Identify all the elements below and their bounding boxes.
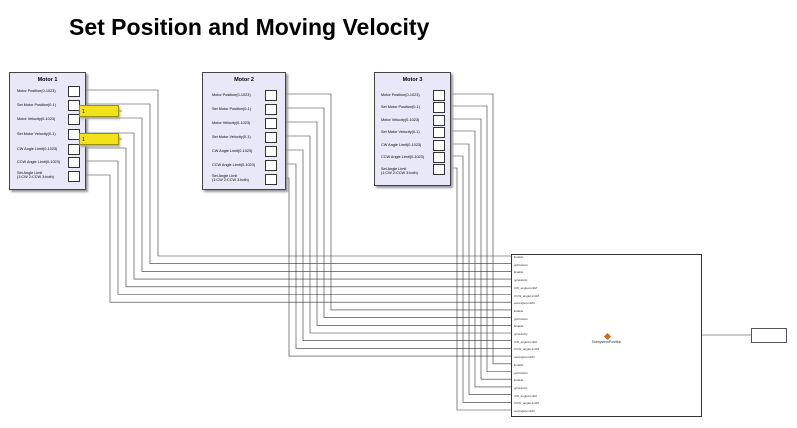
signal-wire: [444, 167, 512, 411]
subsystem-input-port: CW_angleLimitM: [514, 285, 537, 290]
signal-wire: [444, 143, 512, 395]
signal-wire: [276, 163, 512, 349]
motor-2-port-box[interactable]: [265, 132, 277, 143]
subsystem-name: SubsystemPosition: [591, 340, 622, 344]
subsystem-input-port: goVelocity: [514, 278, 528, 283]
motor-1-port-box[interactable]: [68, 114, 80, 125]
subsystem-input-port: goVelocity: [514, 332, 528, 336]
subsystem-input-port: setAngleLimitM: [514, 301, 535, 306]
motor-3-block[interactable]: Motor 3 Motor Position(0-1023) Set Motor…: [374, 72, 451, 186]
motor-2-port-box[interactable]: [265, 174, 277, 185]
subsystem-input-port: Enable: [514, 255, 524, 259]
motor-3-port-box[interactable]: [433, 164, 445, 175]
motor-1-port-label: CW Angle Limit(0-1023): [17, 147, 58, 151]
signal-wire: [276, 177, 512, 357]
motor-2-port-label: Set Motor Position(0-1): [212, 107, 252, 111]
subsystem-icon: [603, 332, 612, 341]
signal-wire: [79, 147, 512, 288]
motor-1-port-label: Set Motor Velocity(0-1): [17, 132, 56, 136]
motor-1-port-label: CCW Angle Limit(0-1023): [17, 160, 61, 164]
subsystem-input-port: Enable: [514, 324, 524, 329]
motor-2-port-label: Set Angle Limit (1:CW 2:CCW 3:both): [212, 174, 249, 183]
motor-2-block[interactable]: Motor 2 Motor Position(0-1023) Set Motor…: [202, 72, 286, 190]
motor-3-port-label: CCW Angle Limit(0-1023): [381, 155, 425, 159]
motor-3-title: Motor 3: [402, 77, 423, 83]
motor-1-title: Motor 1: [37, 77, 58, 83]
motor-3-port-label: CW Angle Limit(0-1023): [381, 143, 422, 147]
motor-1-port-box[interactable]: [68, 144, 80, 155]
subsystem-input-port: Enable: [514, 308, 524, 313]
subsystem-input-port: goPosition: [514, 262, 529, 267]
motor-1-port-label: Motor Position(0-1023): [17, 89, 56, 93]
signal-wire: [79, 160, 512, 295]
motor-3-port-box[interactable]: [433, 127, 445, 138]
motor-2-port-label: Motor Velocity(0-1023): [212, 121, 251, 125]
signal-wire: [79, 174, 512, 303]
signal-wire: [444, 118, 512, 380]
motor-3-port-box[interactable]: [433, 102, 445, 113]
subsystem-input-port: CW_angleLimitM: [514, 339, 537, 344]
subsystem-input-port: Enable: [514, 378, 524, 383]
motor-3-port-label: Set Motor Velocity(0-1): [381, 130, 420, 134]
motor-2-port-box[interactable]: [265, 160, 277, 171]
motor-1-port-label: Set Motor Position(0-1): [17, 103, 57, 107]
motor-3-port-label: Motor Velocity(0-1023): [381, 118, 420, 122]
subsystem-input-port: CCW_angleLimitM: [514, 293, 540, 298]
motor-1-port-label: Set Angle Limit (1:CW 2:CCW 3:both): [17, 171, 54, 180]
motor-2-port-box[interactable]: [265, 146, 277, 157]
signal-wire: [444, 105, 512, 372]
subsystem-input-port: CCW_angleLimitM: [514, 401, 540, 406]
signal-wire: [276, 135, 512, 334]
motor-1-block[interactable]: Motor 1 Motor Position(0-1023) Set Motor…: [9, 72, 86, 190]
subsystem-input-port: setAngleLimitM: [514, 409, 535, 413]
output-block[interactable]: [751, 328, 787, 343]
motor-3-port-label: Set Motor Position(0-1): [381, 105, 421, 109]
motor-3-port-label: Motor Position(0-1023): [381, 93, 420, 97]
motor-2-title: Motor 2: [234, 77, 254, 83]
constant-block[interactable]: 1: [79, 133, 119, 145]
motor-1-port-label: Motor Velocity(0-1023): [17, 117, 56, 121]
subsystem-input-port: goPosition: [514, 370, 529, 375]
page-title: Set Position and Moving Velocity: [69, 14, 430, 40]
motor-1-port-box[interactable]: [68, 171, 80, 182]
motor-3-port-box[interactable]: [433, 90, 445, 101]
motor-3-port-box[interactable]: [433, 115, 445, 126]
motor-3-port-label: Set Angle Limit (1:CW 2:CCW 3:both): [381, 167, 418, 176]
signal-wire: [276, 93, 512, 311]
signal-wire: [79, 117, 512, 272]
motor-3-port-box[interactable]: [433, 152, 445, 163]
motor-2-port-box[interactable]: [265, 118, 277, 129]
signal-wire: [444, 155, 512, 403]
motor-2-port-box[interactable]: [265, 90, 277, 101]
subsystem-input-port: goPosition: [514, 316, 529, 321]
motor-2-port-label: Set Motor Velocity(0-1): [212, 135, 251, 139]
motor-1-port-box[interactable]: [68, 86, 80, 97]
motor-1-port-box[interactable]: [68, 157, 80, 168]
signal-wire: [276, 107, 512, 318]
subsystem-input-port: CW_angleLimitM: [514, 393, 537, 398]
subsystem-input-port: CCW_angleLimitM: [514, 347, 540, 352]
signal-wire: [444, 93, 512, 365]
motor-2-port-label: Motor Position(0-1023): [212, 93, 251, 97]
motor-3-port-box[interactable]: [433, 140, 445, 151]
subsystem-input-port: Enable: [514, 270, 524, 275]
signal-wire: [276, 121, 512, 326]
motor-2-port-label: CCW Angle Limit(0-1023): [212, 163, 256, 167]
subsystem-input-port: goVelocity: [514, 385, 528, 390]
subsystem-input-port: Enable: [514, 362, 524, 367]
motor-2-port-box[interactable]: [265, 104, 277, 115]
signal-wire: [276, 149, 512, 342]
constant-block[interactable]: 1: [79, 105, 119, 117]
subsystem-input-port: setAngleLimitM: [514, 355, 535, 360]
motor-2-port-label: CW Angle Limit(0-1023): [212, 149, 253, 153]
signal-wire: [79, 89, 512, 257]
signal-wire: [444, 130, 512, 388]
